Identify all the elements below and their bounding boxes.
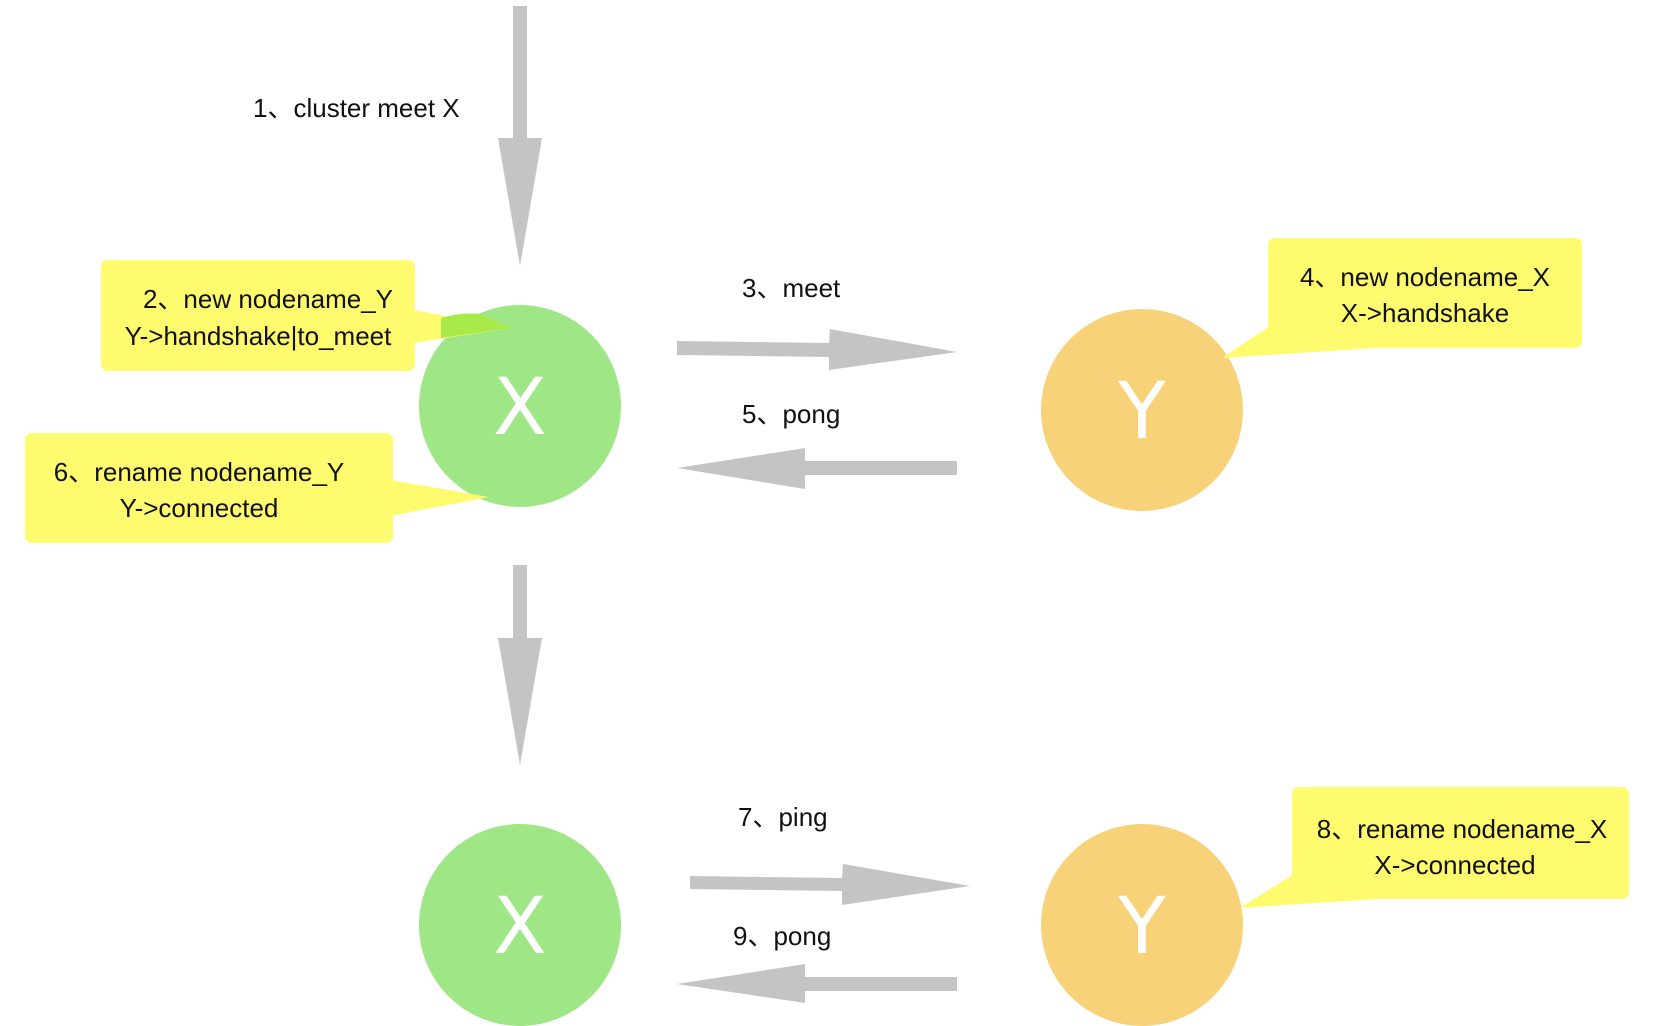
note-8-line-1: 8、rename nodename_X xyxy=(1317,814,1608,844)
node-y-bottom xyxy=(1041,824,1243,1026)
node-y-bottom-label: Y xyxy=(1117,882,1166,972)
note-2-line-1: 2、new nodename_Y xyxy=(143,284,393,314)
step-1-label: 1、cluster meet X xyxy=(253,93,460,123)
step-7-label: 7、ping xyxy=(738,802,828,832)
note-6-line-1: 6、rename nodename_Y xyxy=(54,457,345,487)
step-5-label: 5、pong xyxy=(742,399,840,429)
node-y-top xyxy=(1041,309,1243,511)
note-8-callout: 8、rename nodename_X X->connected xyxy=(1240,787,1629,908)
note-6-callout: 6、rename nodename_Y Y->connected xyxy=(25,433,489,543)
note-2-line-2: Y->handshake|to_meet xyxy=(125,321,392,351)
arrow-pong-top xyxy=(677,448,957,489)
node-y-top-label: Y xyxy=(1117,367,1166,457)
note-4-line-2: X->handshake xyxy=(1341,298,1509,328)
note-4-callout: 4、new nodename_X X->handshake xyxy=(1222,238,1582,358)
note-6-line-2: Y->connected xyxy=(120,493,279,523)
step-9-label: 9、pong xyxy=(733,921,831,951)
note-8-line-2: X->connected xyxy=(1374,850,1535,880)
step-3-label: 3、meet xyxy=(742,273,841,303)
node-x-top xyxy=(419,305,621,507)
node-x-bottom-label: X xyxy=(493,882,546,972)
note-4-line-1: 4、new nodename_X xyxy=(1300,262,1550,292)
node-x-bottom xyxy=(419,824,621,1026)
arrow-ping xyxy=(690,864,970,905)
note-2-callout: 2、new nodename_Y Y->handshake|to_meet xyxy=(101,260,512,371)
arrow-pong-bottom xyxy=(677,964,957,1003)
node-x-top-label: X xyxy=(493,363,546,453)
arrow-meet xyxy=(677,329,957,370)
arrow-cluster-meet xyxy=(498,6,542,266)
arrow-x-transition xyxy=(498,565,542,765)
